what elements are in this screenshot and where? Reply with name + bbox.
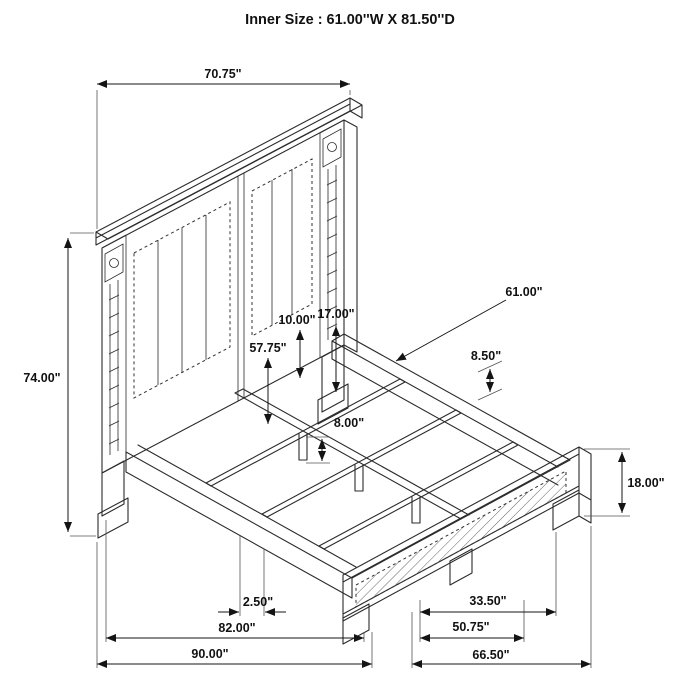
- dim-label-17-00: 17.00": [317, 307, 354, 321]
- center-support-rail: [234, 388, 470, 520]
- left-side-rail: [125, 444, 357, 599]
- headboard-right-pilaster: [319, 119, 345, 358]
- headboard-center-stile: [237, 173, 245, 401]
- cross-slats: [205, 378, 519, 550]
- headboard-left-pilaster: [101, 234, 127, 460]
- dim-label-8-00: 8.00": [334, 416, 364, 430]
- footboard: [342, 446, 592, 645]
- dim-label-70-75: 70.75": [204, 67, 241, 81]
- headboard-body-panel-frame: [101, 119, 358, 474]
- footboard-upholstered-panel: [355, 470, 567, 608]
- dim-label-90-00: 90.00": [191, 647, 228, 661]
- dim-label-82-00: 82.00": [218, 621, 255, 635]
- dim-label-66-50: 66.50": [472, 648, 509, 662]
- bed-frame: [125, 333, 571, 599]
- dim-label-33-50: 33.50": [469, 594, 506, 608]
- dim-label-8-50: 8.50": [471, 349, 501, 363]
- headboard-legs: [97, 344, 349, 539]
- right-side-rail: [331, 333, 571, 486]
- headboard-left-upholstered-panel: [133, 201, 231, 399]
- dimension-lines: [64, 80, 626, 668]
- dim-label-50-75: 50.75": [452, 620, 489, 634]
- dim-label-2-50: 2.50": [243, 595, 273, 609]
- dim-label-18-00: 18.00": [627, 476, 664, 490]
- dim-label-57-75: 57.75": [249, 341, 286, 355]
- dim-label-61-00: 61.00": [505, 285, 542, 299]
- dim-label-74-00: 74.00": [23, 371, 60, 385]
- right-pilaster-rosette-icon: [327, 142, 337, 152]
- dim-label-10-00: 10.00": [278, 313, 315, 327]
- slat-center-legs: [298, 433, 421, 524]
- headboard: [95, 97, 363, 539]
- headboard-right-upholstered-panel: [251, 158, 313, 337]
- panel-channel-lines: [157, 169, 293, 385]
- left-pilaster-rosette-icon: [109, 258, 119, 268]
- extension-lines: [70, 90, 630, 668]
- headboard-crown-molding: [95, 97, 363, 246]
- page-title: Inner Size : 61.00''W X 81.50''D: [245, 12, 455, 28]
- leader-line-61-00: [395, 299, 507, 362]
